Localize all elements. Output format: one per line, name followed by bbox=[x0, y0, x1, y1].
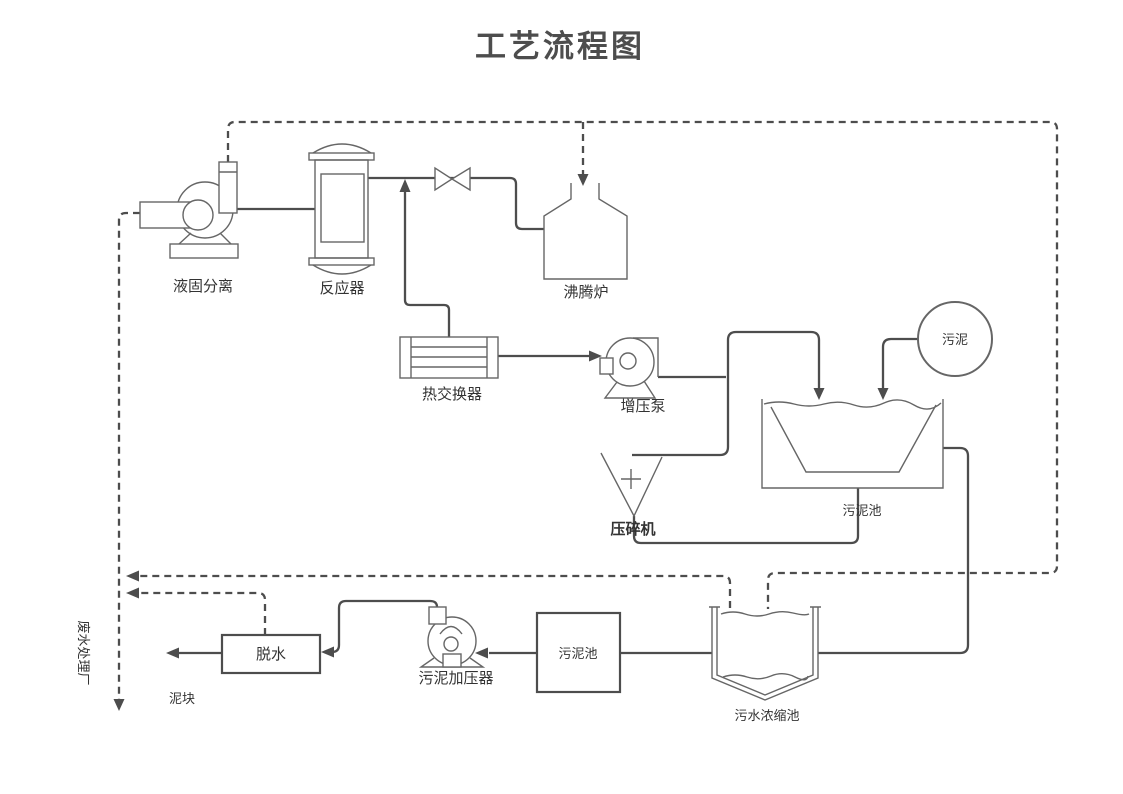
booster-pump-eye bbox=[619, 352, 637, 370]
furnace-shape bbox=[543, 183, 628, 280]
pressurizer-shape bbox=[418, 606, 486, 668]
arrow-thickener-return-left bbox=[126, 570, 139, 582]
sludge-pond-waterline bbox=[763, 399, 942, 410]
label-sludge-pond: 污泥池 bbox=[842, 504, 881, 519]
label-heat-exchanger: 热交换器 bbox=[422, 385, 482, 403]
arrow-up-into-reactor-line bbox=[399, 179, 411, 192]
label-crusher: 压碎机 bbox=[610, 520, 655, 538]
separator-shape bbox=[139, 161, 239, 259]
reactor-shape bbox=[308, 143, 375, 275]
reactor-inner bbox=[320, 173, 365, 243]
label-mud-block: 泥块 bbox=[169, 692, 195, 707]
pipe-riser-to-pond bbox=[632, 330, 821, 457]
booster-pump-inlet-flange bbox=[599, 357, 614, 375]
equipment bbox=[139, 143, 993, 701]
crusher-shape bbox=[600, 452, 663, 518]
pressurizer-outlet bbox=[428, 606, 447, 625]
pipe-pond-to-crusher bbox=[632, 488, 860, 545]
separator-inlet bbox=[139, 201, 193, 229]
diagram-title: 工艺流程图 bbox=[475, 29, 645, 65]
reactor-top-dome bbox=[312, 143, 372, 154]
label-separator: 液固分离 bbox=[173, 277, 233, 295]
sludge-pond-funnel bbox=[770, 404, 937, 473]
thickener-inner-wall bbox=[716, 607, 814, 696]
booster-pump-base bbox=[603, 380, 657, 399]
arrowheads bbox=[113, 174, 889, 711]
label-reactor: 反应器 bbox=[319, 279, 364, 297]
dashed-wastewater-main bbox=[117, 211, 140, 699]
thickener-waterline-top bbox=[720, 611, 810, 617]
reactor-bottom-flange bbox=[308, 257, 375, 266]
pipe-sludge-to-pond bbox=[881, 337, 918, 390]
valve-left-triangle bbox=[434, 166, 454, 192]
sewage-thickener-shape bbox=[709, 606, 821, 701]
label-sewage-thickener: 污水浓缩池 bbox=[734, 708, 799, 724]
sludge-source-shape bbox=[917, 301, 993, 377]
pipe-pond-to-thickener bbox=[818, 446, 970, 655]
pipe-reactor-to-furnace bbox=[368, 176, 544, 231]
pipe-heatexchanger-to-reactorline bbox=[403, 191, 451, 337]
sludge-tank-box bbox=[535, 611, 622, 694]
arrow-dewatering-return-left bbox=[126, 587, 139, 599]
arrow-mud-output bbox=[166, 647, 179, 659]
crusher-v bbox=[600, 452, 663, 518]
thickener-outer-wall bbox=[711, 607, 819, 701]
process-boxes bbox=[220, 611, 622, 694]
valve-shape bbox=[434, 166, 471, 192]
heat-exchanger-shape bbox=[399, 336, 499, 379]
heat-exchanger-body bbox=[399, 336, 499, 379]
solid-pipes bbox=[178, 176, 970, 655]
label-dewatering: 脱水 bbox=[256, 645, 286, 663]
dashed-separator-top-loop bbox=[226, 120, 1059, 609]
pressurizer-eye bbox=[443, 636, 459, 652]
pressurizer-arc bbox=[439, 625, 463, 635]
label-booster-pump: 增压泵 bbox=[620, 397, 665, 415]
dashed-dewatering-return bbox=[138, 591, 267, 635]
label-sludge-source: 污泥 bbox=[942, 333, 968, 348]
booster-pump-shape bbox=[599, 337, 659, 399]
label-sludge-pressurizer: 污泥加压器 bbox=[418, 669, 493, 687]
reactor-bottom-dome bbox=[312, 264, 372, 275]
label-sludge-tank: 污泥池 bbox=[558, 647, 597, 662]
crusher-plus-icon bbox=[621, 469, 641, 489]
pressurizer-foot bbox=[442, 653, 462, 668]
sludge-pond-walls bbox=[761, 399, 944, 489]
dashed-pipes bbox=[117, 120, 1059, 699]
arrow-to-wastewater-plant bbox=[113, 699, 125, 711]
pipe-pressurizer-to-dewatering bbox=[327, 599, 439, 654]
separator-impeller bbox=[182, 199, 214, 231]
booster-pump-outlet bbox=[633, 337, 659, 377]
arrow-riser-into-pond bbox=[813, 388, 825, 400]
arrow-into-furnace bbox=[577, 174, 589, 186]
separator-legs bbox=[178, 232, 232, 245]
dewatering-box bbox=[220, 633, 322, 675]
sludge-pond-shape bbox=[761, 399, 944, 489]
arrow-sludge-into-pond bbox=[877, 388, 889, 400]
separator-outlet-pipe bbox=[218, 161, 238, 214]
dashed-thickener-return bbox=[138, 574, 732, 608]
labels: 液固分离 反应器 沸腾炉 热交换器 增压泵 污泥 污泥池 压碎机 污水浓缩池 污… bbox=[75, 277, 968, 724]
thickener-waterline-bottom bbox=[722, 673, 809, 681]
arrow-into-booster-pump bbox=[589, 350, 602, 362]
label-furnace: 沸腾炉 bbox=[563, 283, 608, 301]
arrow-into-dewatering bbox=[321, 646, 334, 658]
separator-base bbox=[169, 243, 239, 259]
label-wastewater-plant: 废水处理厂 bbox=[75, 620, 91, 685]
arrow-into-pressurizer bbox=[475, 647, 488, 659]
valve-right-triangle bbox=[450, 166, 471, 192]
